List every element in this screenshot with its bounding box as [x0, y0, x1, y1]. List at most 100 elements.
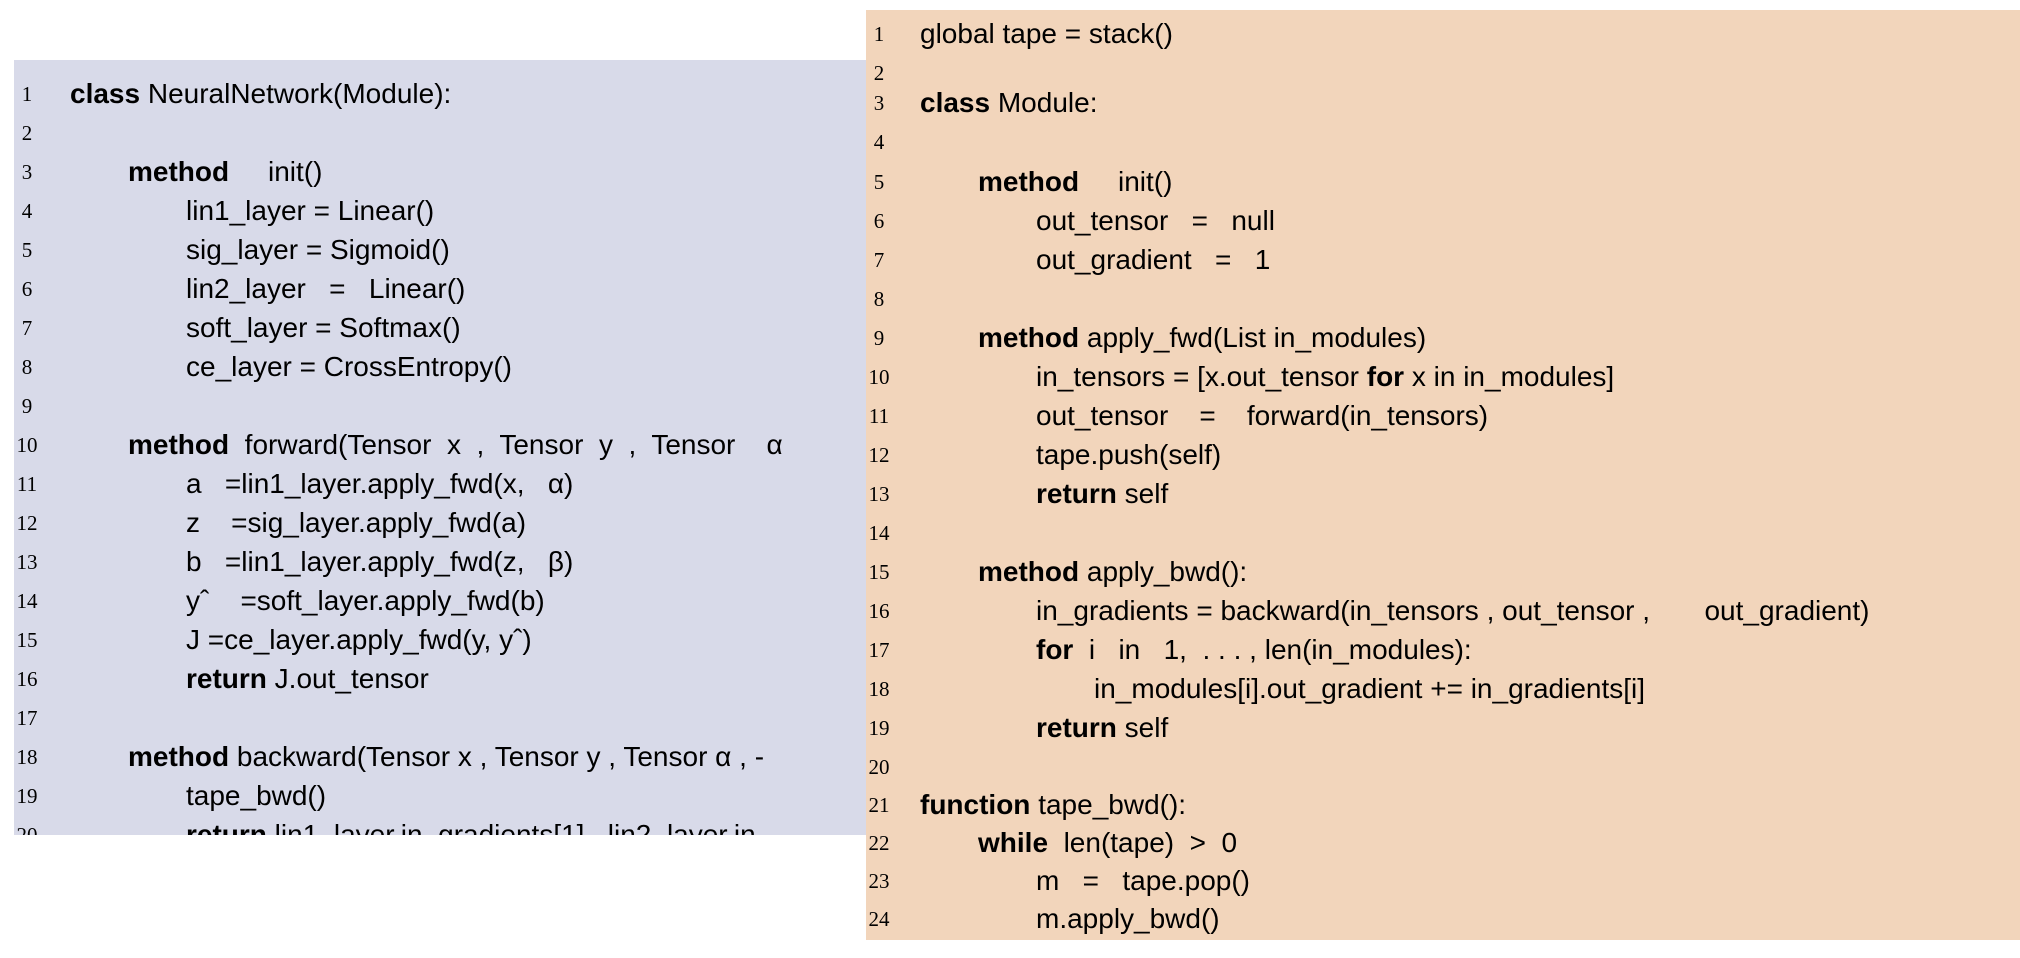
code-keyword: function [920, 789, 1031, 820]
line-number: 5 [21, 238, 33, 262]
code-text: in_gradients = backward(in_tensors , out… [1036, 592, 1869, 630]
code-keyword: class [70, 78, 141, 109]
code-token: lin1_layer.in_gradients[1] , lin2_layer.… [266, 819, 772, 835]
line-number: 24 [868, 907, 890, 931]
code-keyword: method [128, 429, 230, 460]
code-token: J.out_tensor [266, 663, 429, 694]
code-keyword: return [1036, 478, 1117, 509]
code-token: z =sig_layer.apply_fwd(a) [186, 507, 527, 538]
line-number: 8 [873, 287, 885, 311]
code-token: out_tensor = forward(in_tensors) [1036, 400, 1489, 431]
line-number: 19 [16, 784, 38, 808]
code-text: method init() [978, 163, 1172, 201]
code-text: out_tensor = null [1036, 202, 1275, 240]
code-token: len(tape) > 0 [1048, 827, 1238, 858]
code-text: function tape_bwd(): [920, 786, 1186, 824]
code-token: Module: [990, 87, 1098, 118]
line-number: 14 [16, 589, 38, 613]
code-token: tape.push(self) [1036, 439, 1222, 470]
code-keyword: method [978, 166, 1080, 197]
code-keyword: method [978, 322, 1080, 353]
line-number: 2 [873, 61, 885, 85]
code-token: in_gradients = backward(in_tensors , out… [1036, 595, 1870, 626]
line-number: 6 [873, 209, 885, 233]
code-token: J =ce_layer.apply_fwd(y, yˆ) [186, 624, 532, 655]
code-token: apply_fwd(List in_modules) [1079, 322, 1427, 353]
code-text: for i in 1, . . . , len(in_modules): [1036, 631, 1472, 669]
code-keyword: return [1036, 712, 1117, 743]
code-text: z =sig_layer.apply_fwd(a) [186, 504, 526, 542]
code-token: backward(Tensor x , Tensor y , Tensor α … [229, 741, 765, 772]
code-token: out_tensor = null [1036, 205, 1275, 236]
code-text: out_gradient = 1 [1036, 241, 1270, 279]
code-text: method backward(Tensor x , Tensor y , Te… [128, 738, 764, 776]
code-text: method apply_bwd(): [978, 553, 1247, 591]
code-text: in_tensors = [x.out_tensor for x in in_m… [1036, 358, 1614, 396]
code-text: method apply_fwd(List in_modules) [978, 319, 1426, 357]
line-number: 10 [16, 433, 38, 457]
code-keyword: return [186, 663, 267, 694]
code-token: out_gradient = 1 [1036, 244, 1271, 275]
code-text: return self [1036, 475, 1168, 513]
line-number: 6 [21, 277, 33, 301]
code-text: return lin1_layer.in_gradients[1] , lin2… [186, 816, 771, 835]
code-text: method init() [128, 153, 322, 191]
line-number: 12 [16, 511, 38, 535]
line-number: 7 [21, 316, 33, 340]
code-token: b =lin1_layer.apply_fwd(z, β) [186, 546, 574, 577]
code-text: class Module: [920, 84, 1097, 122]
line-number: 3 [21, 160, 33, 184]
code-token: tape_bwd() [186, 780, 327, 811]
line-number: 9 [21, 394, 33, 418]
code-text: m = tape.pop() [1036, 862, 1250, 900]
code-keyword: for [1366, 361, 1405, 392]
line-number: 17 [868, 638, 890, 662]
code-text: return self [1036, 709, 1168, 747]
code-text: return J.out_tensor [186, 660, 429, 698]
line-number: 18 [16, 745, 38, 769]
line-number: 9 [873, 326, 885, 350]
code-text: out_tensor = forward(in_tensors) [1036, 397, 1488, 435]
line-number: 4 [21, 199, 33, 223]
code-keyword: for [1036, 634, 1074, 665]
line-number: 11 [16, 472, 38, 496]
line-number: 8 [21, 355, 33, 379]
code-token: x in in_modules] [1404, 361, 1615, 392]
code-token: soft_layer = Softmax() [186, 312, 461, 343]
code-text: sig_layer = Sigmoid() [186, 231, 450, 269]
line-number: 13 [868, 482, 890, 506]
code-text: lin2_layer = Linear() [186, 270, 465, 308]
line-number: 11 [868, 404, 890, 428]
line-number: 5 [873, 170, 885, 194]
code-keyword: return [186, 819, 267, 835]
code-token: sig_layer = Sigmoid() [186, 234, 450, 265]
line-number: 12 [868, 443, 890, 467]
line-number: 7 [873, 248, 885, 272]
code-token: tape_bwd(): [1030, 789, 1187, 820]
code-token: init() [1079, 166, 1173, 197]
code-token: i in 1, . . . , len(in_modules): [1073, 634, 1472, 665]
code-text: m.apply_bwd() [1036, 900, 1220, 938]
code-token: m = tape.pop() [1036, 865, 1250, 896]
code-text: tape.push(self) [1036, 436, 1221, 474]
code-text: a =lin1_layer.apply_fwd(x, α) [186, 465, 573, 503]
code-token: lin2_layer = Linear() [186, 273, 466, 304]
code-keyword: method [128, 741, 230, 772]
code-text: soft_layer = Softmax() [186, 309, 461, 347]
code-keyword: method [978, 556, 1080, 587]
code-text: ce_layer = CrossEntropy() [186, 348, 512, 386]
line-number: 17 [16, 706, 38, 730]
code-token: init() [229, 156, 323, 187]
code-token: lin1_layer = Linear() [186, 195, 435, 226]
line-number: 20 [868, 755, 890, 779]
code-token: a =lin1_layer.apply_fwd(x, α) [186, 468, 574, 499]
code-token: NeuralNetwork(Module): [140, 78, 452, 109]
code-text: yˆ =soft_layer.apply_fwd(b) [186, 582, 545, 620]
line-number: 14 [868, 521, 890, 545]
line-number: 20 [16, 823, 38, 835]
line-number: 1 [21, 82, 33, 106]
code-text: global tape = stack() [920, 15, 1173, 53]
line-number: 15 [868, 560, 890, 584]
